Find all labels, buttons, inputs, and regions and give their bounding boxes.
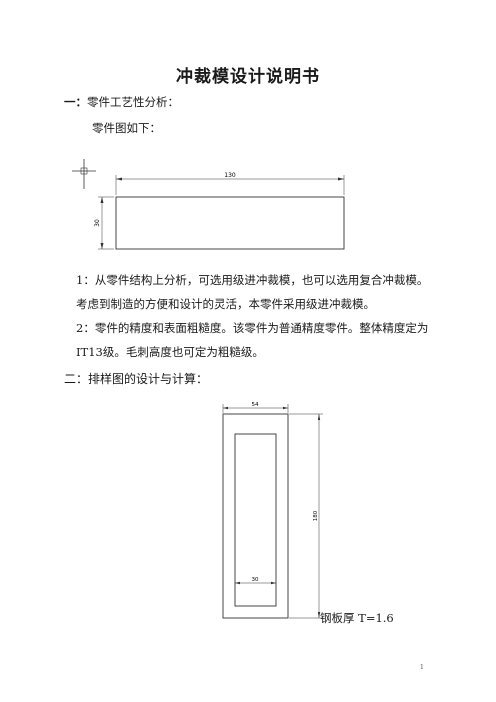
section-1-number: 一： [64,95,87,109]
page-number: 1 [420,664,424,671]
section-1-text: 零件工艺性分析： [87,95,179,109]
plate-thickness-note: 钢板厚 T=1.6 [320,611,394,625]
dim-right-label: 180 [313,510,319,521]
paragraph-2: 2：零件的精度和表面粗糙度。该零件为普通精度零件。整体精度定为IT13级。毛刺高… [76,321,429,359]
arrow-bottom [100,243,104,249]
section-2-heading: 二：排样图的设计与计算： [64,372,209,386]
strip-layout-drawing: 54 180 30 [222,402,323,619]
arrow-top-right [283,406,288,410]
arrow-inner-right [271,581,276,585]
arrow-top-left [223,406,228,410]
arrow-top [100,197,104,203]
paragraph-1: 1：从零件结构上分析，可选用级进冲裁模，也可以选用复合冲裁模。考虑到制造的方便和… [76,273,429,311]
arrow-right-top [317,414,321,420]
arrow-inner-left [235,581,240,585]
part-outline [115,196,345,250]
arrow-left [116,177,122,181]
crosshair-box [80,167,88,175]
arrow-right [338,177,344,181]
dim-height-label: 30 [94,219,101,227]
arrow-right-bottom [317,612,321,618]
blank-outline [234,433,277,607]
document-title: 冲裁模设计说明书 [176,67,320,87]
section-1-heading: 一：零件工艺性分析： [64,94,179,110]
dim-inner-label: 30 [252,577,259,583]
strip-outline [222,413,289,619]
dim-top-label: 54 [252,402,259,408]
part-drawing: 130 30 [72,159,345,250]
dim-width-label: 130 [224,172,236,179]
figure-1-caption: 零件图如下： [92,121,161,135]
